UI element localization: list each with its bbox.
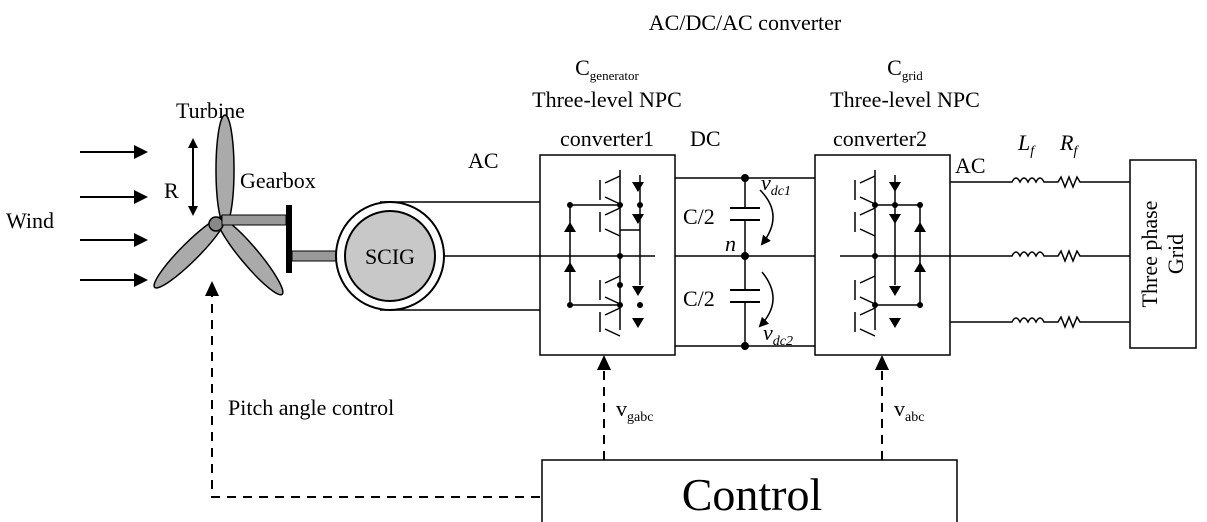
vdc2-sub: dc2 bbox=[773, 334, 793, 349]
filter-resistor-sub: f bbox=[1073, 144, 1079, 159]
converter1-cap-sub: generator bbox=[590, 68, 640, 83]
svg-text:vdc1: vdc1 bbox=[761, 170, 791, 199]
converter1-diodes bbox=[564, 182, 644, 328]
radius-label: R bbox=[164, 178, 179, 203]
gearbox-label: Gearbox bbox=[240, 168, 316, 193]
svg-text:Rf: Rf bbox=[1059, 130, 1079, 159]
vgabc-label: v bbox=[616, 396, 627, 421]
lower-capacitor-label: C/2 bbox=[683, 286, 715, 311]
svg-text:vdc2: vdc2 bbox=[763, 320, 793, 349]
dc-capacitors bbox=[730, 207, 760, 303]
converter2-cap-label: C bbox=[887, 55, 902, 80]
converter1-cap-label: C bbox=[575, 55, 590, 80]
neutral-point-label: n bbox=[725, 231, 736, 256]
converter2-type-label: Three-level NPC bbox=[830, 87, 980, 112]
svg-text:vgabc: vgabc bbox=[616, 396, 653, 425]
turbine-icon bbox=[153, 114, 284, 296]
converter1-box bbox=[539, 154, 676, 356]
filter-inductor-sub: f bbox=[1030, 144, 1036, 159]
converter2-cap-sub: grid bbox=[902, 68, 923, 83]
svg-text:Cgrid: Cgrid bbox=[887, 55, 923, 83]
wind-label: Wind bbox=[6, 208, 54, 233]
filter-inductor-label: L bbox=[1017, 130, 1030, 155]
vdc1-arrow bbox=[759, 189, 774, 246]
converter1-npc-circuit bbox=[540, 170, 655, 337]
ac-lines-left bbox=[380, 201, 540, 311]
wind-arrows bbox=[80, 145, 148, 287]
vdc1-label: v bbox=[761, 170, 771, 195]
control-box bbox=[541, 459, 958, 522]
svg-text:Cgenerator: Cgenerator bbox=[575, 55, 639, 83]
svg-text:vabc: vabc bbox=[894, 396, 924, 425]
generator-label: SCIG bbox=[365, 244, 415, 269]
converter1-name-label: converter1 bbox=[560, 126, 654, 151]
generator-shaft bbox=[291, 250, 337, 262]
grid-label-line1: Three phase bbox=[1137, 201, 1162, 308]
converter2-name-label: converter2 bbox=[833, 126, 927, 151]
filter-resistor-label: R bbox=[1059, 130, 1074, 155]
converter1-type-label: Three-level NPC bbox=[532, 87, 682, 112]
control-label: Control bbox=[682, 469, 823, 520]
vabc-label: v bbox=[894, 396, 905, 421]
dc-nodes bbox=[741, 174, 749, 350]
ac-left-label: AC bbox=[468, 148, 499, 173]
svg-text:Lf: Lf bbox=[1017, 130, 1036, 159]
vgabc-sub: gabc bbox=[627, 410, 653, 425]
converter2-diodes bbox=[872, 182, 926, 328]
dc-label: DC bbox=[690, 126, 721, 151]
vdc2-label: v bbox=[763, 320, 773, 345]
turbine-shaft bbox=[221, 214, 287, 226]
pitch-control-signal bbox=[211, 294, 540, 498]
converter2-box bbox=[814, 154, 951, 356]
ac-right-label: AC bbox=[955, 153, 986, 178]
diagram-title: AC/DC/AC converter bbox=[649, 10, 842, 35]
gearbox-icon bbox=[286, 205, 292, 273]
three-phase-grid-box bbox=[1129, 159, 1197, 349]
vdc2-arrow bbox=[758, 271, 774, 328]
grid-filter-lines bbox=[950, 174, 1130, 330]
turbine-label: Turbine bbox=[176, 98, 245, 123]
vabc-sub: abc bbox=[905, 410, 924, 425]
vdc1-sub: dc1 bbox=[771, 184, 791, 199]
grid-label-line2: Grid bbox=[1163, 234, 1188, 274]
pitch-angle-label: Pitch angle control bbox=[228, 395, 394, 420]
upper-capacitor-label: C/2 bbox=[683, 204, 715, 229]
